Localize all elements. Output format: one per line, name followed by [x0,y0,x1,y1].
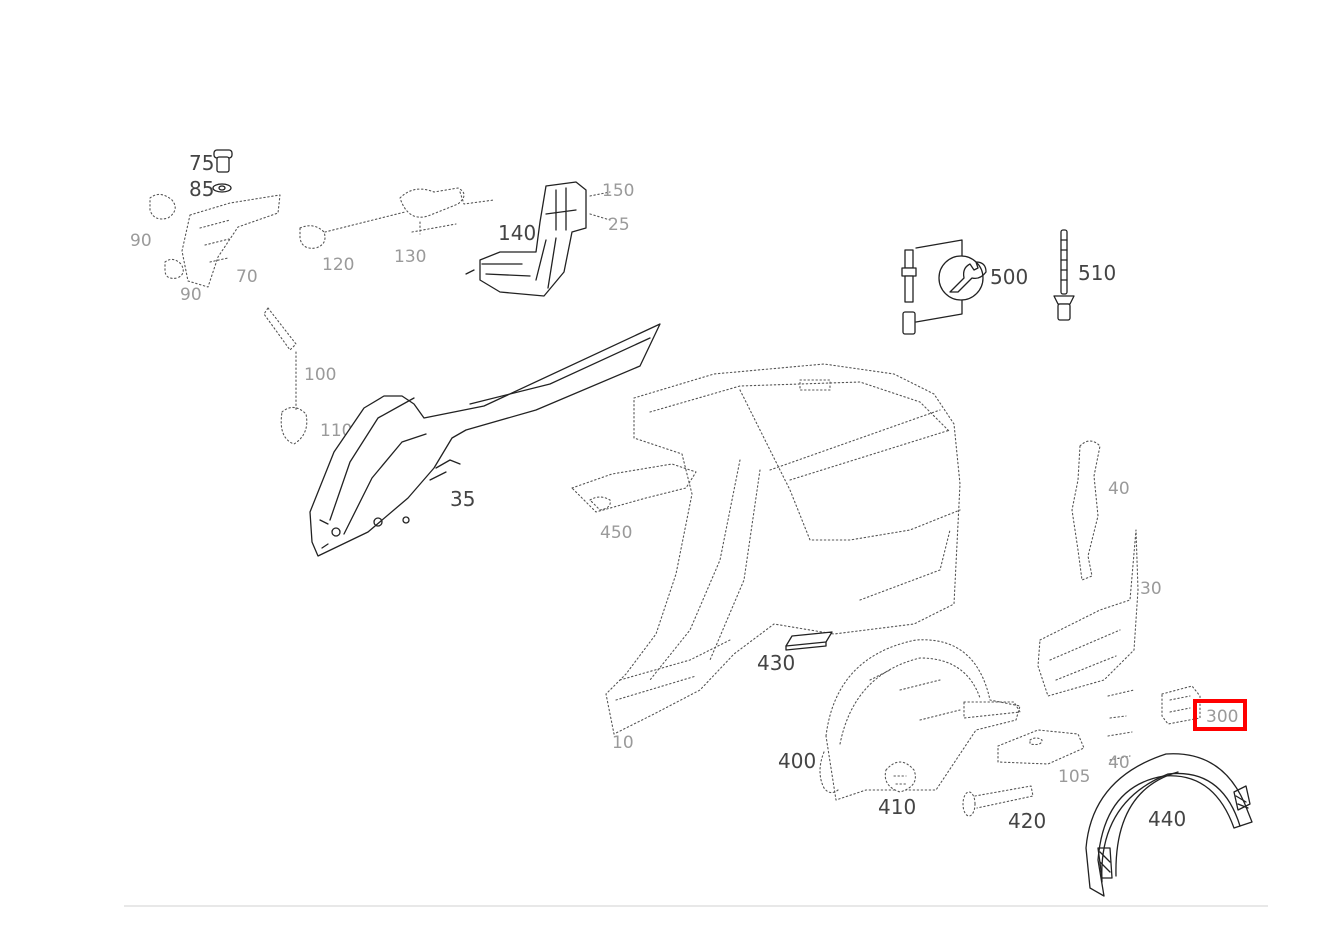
svg-text:30: 30 [1140,579,1162,599]
svg-text:90: 90 [130,231,152,251]
part-510-rivet[interactable] [1053,229,1075,321]
part-140-bracket[interactable]: 150 25 [465,181,634,297]
label-440: 440 [1148,807,1186,831]
svg-text:105: 105 [1058,767,1090,787]
part-400-clip[interactable] [819,751,839,794]
part-500-repair-kit[interactable] [901,239,987,335]
part-430-pad[interactable] [785,631,833,651]
check-strap-rod[interactable]: 100 110 [263,307,352,445]
liner-mounting-bracket[interactable]: 105 [997,729,1090,787]
svg-text:90: 90 [180,285,202,305]
svg-text:300: 300 [1206,707,1238,727]
part-410-grommet[interactable] [884,761,916,793]
selected-part-highlight-box[interactable] [1193,699,1247,731]
part-440-wheelhouse-liner[interactable] [1085,753,1253,897]
small-reinforcement-bracket[interactable]: 450 [571,463,697,543]
label-430: 430 [757,651,795,675]
svg-text:130: 130 [394,247,426,267]
svg-text:10: 10 [612,733,634,753]
cover-cap-part[interactable] [1161,685,1201,725]
label-500: 500 [990,265,1028,289]
wheel-arch-liner[interactable] [825,639,1021,801]
label-35: 35 [450,487,475,511]
svg-text:100: 100 [304,365,336,385]
svg-text:40: 40 [1108,479,1130,499]
rear-panel-section[interactable]: 40 30 40 [1037,440,1162,773]
label-420: 420 [1008,809,1046,833]
svg-text:120: 120 [322,255,354,275]
label-85: 85 [189,177,214,201]
label-140: 140 [498,221,536,245]
quarter-panel-assembly[interactable]: 10 [605,363,961,753]
part-85-nut[interactable] [212,183,232,193]
svg-text:70: 70 [236,267,258,287]
label-75: 75 [189,151,214,175]
svg-text:25: 25 [608,215,630,235]
label-410: 410 [878,795,916,819]
hinge-bracket-left[interactable]: 90 90 70 120 130 [130,187,495,305]
label-510: 510 [1078,261,1116,285]
part-35-pillar-panel[interactable] [309,323,661,557]
svg-text:150: 150 [602,181,634,201]
label-400: 400 [778,749,816,773]
svg-text:450: 450 [600,523,632,543]
part-420-screw[interactable] [962,785,1034,817]
svg-text:40: 40 [1108,753,1130,773]
part-75-bushing[interactable] [213,149,233,173]
